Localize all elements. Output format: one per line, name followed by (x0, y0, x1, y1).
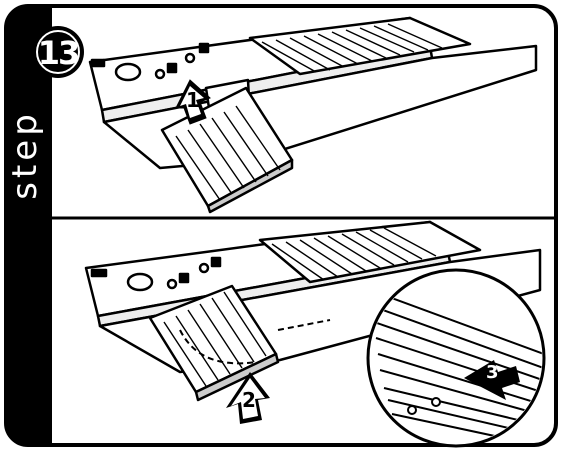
callout-two: 2 (242, 388, 256, 412)
step-number: 13 (30, 30, 86, 76)
callout-one: 1 (186, 88, 200, 112)
step-label-text: step (5, 110, 45, 200)
callout-three: 3 (486, 362, 499, 383)
step-label: step (2, 90, 48, 220)
